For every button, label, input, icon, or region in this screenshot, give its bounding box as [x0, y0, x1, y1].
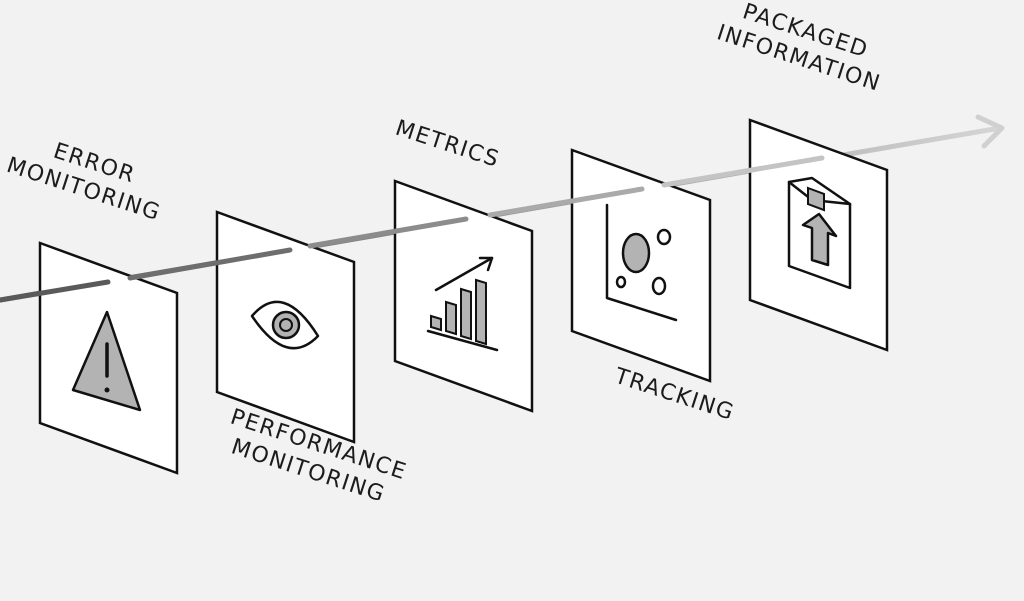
stage-metrics: METRICS	[392, 116, 534, 413]
arrow-head-icon	[975, 114, 1005, 149]
flow-arrow-front-segment	[307, 216, 469, 249]
stage-label-error: ERROR MONITORING	[4, 126, 173, 226]
package-upload-icon	[787, 176, 852, 290]
scatter-plot-icon	[605, 203, 678, 322]
flow-arrow-front-segment	[127, 247, 293, 281]
stage-label-packaged: PACKAGED INFORMATION	[714, 0, 893, 97]
stage-label-metrics: METRICS	[392, 116, 502, 173]
bar-chart-trend-icon	[426, 256, 499, 352]
flow-arrow-front-segment	[487, 186, 645, 218]
eye-icon	[250, 300, 320, 350]
flow-arrow-front-segment	[0, 279, 111, 303]
flow-arrow-front-segment	[661, 155, 825, 188]
stage-label-tracking: TRACKING	[611, 363, 738, 425]
stage-error-monitoring: ERROR MONITORING	[4, 126, 179, 475]
stage-tracking: TRACKING	[570, 148, 738, 426]
warning-triangle-icon	[71, 310, 142, 412]
